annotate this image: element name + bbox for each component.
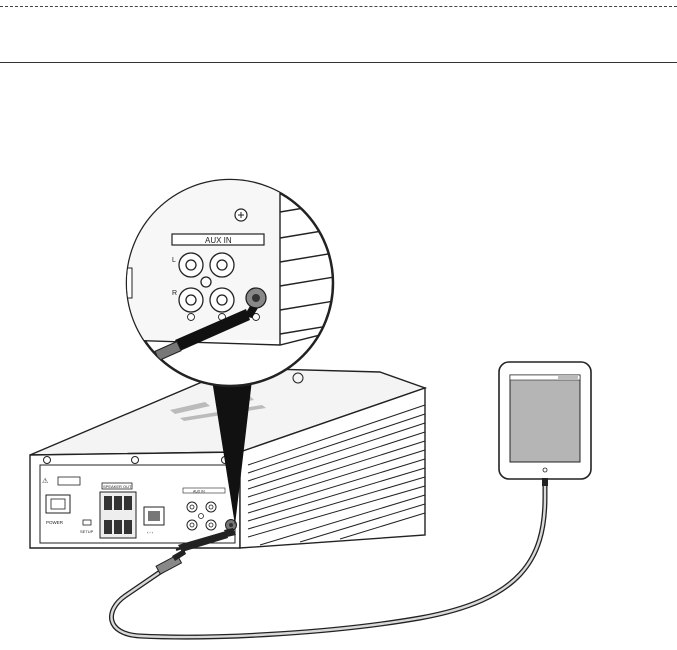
svg-text:‹··›: ‹··› — [147, 530, 153, 535]
zoom-left-label: L — [172, 257, 176, 264]
tablet-device — [499, 362, 591, 479]
setup-label: SETUP — [80, 529, 94, 534]
zoom-right-label: R — [172, 290, 177, 297]
zoom-aux-in-label: AUX IN — [205, 236, 232, 245]
tablet-plug — [542, 478, 548, 486]
amplifier-cable-plug — [156, 549, 186, 574]
power-label: POWER — [46, 520, 64, 525]
speaker-out-label: SPEAKER OUT — [103, 484, 132, 489]
tablet-screen — [510, 375, 580, 462]
warning-icon: ⚠ — [42, 477, 48, 485]
zoom-center-screw-icon — [201, 277, 211, 287]
zoom-callout: AUX IN L R — [120, 180, 340, 386]
rear-aux-label: AUX IN — [193, 490, 205, 494]
